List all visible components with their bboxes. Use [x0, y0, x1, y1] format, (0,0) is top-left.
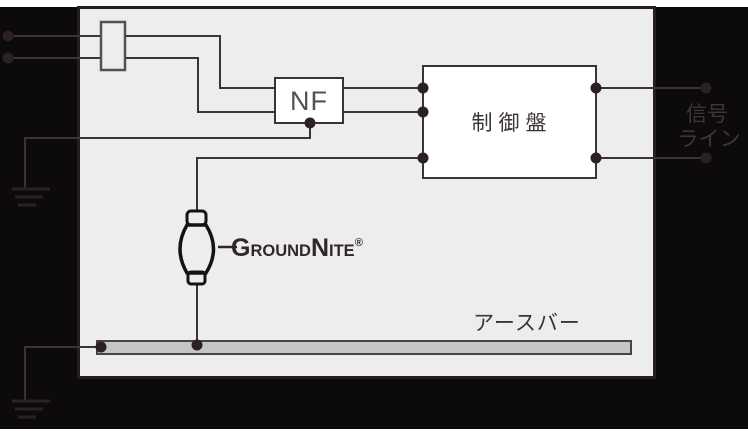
junction-dot-panel-in-3 — [417, 152, 429, 164]
logo-cap1: G — [231, 234, 250, 262]
signal-line-label-line1: 信号 — [686, 103, 728, 126]
noise-filter-label: NF — [290, 86, 328, 116]
breaker-box — [99, 20, 127, 72]
terminal-dot-supply-2 — [2, 52, 14, 64]
bar-to-ground-wire — [24, 346, 97, 401]
junction-dot-panel-in-1 — [417, 82, 429, 94]
ground-symbol-bottom-left — [12, 399, 50, 419]
junction-dot-panel-out-1 — [590, 82, 602, 94]
nf-ground-wire — [24, 123, 311, 189]
junction-dot-panel-in-2 — [417, 106, 429, 118]
logo-small1: ROUND — [250, 242, 311, 260]
noise-filter-box — [274, 77, 344, 124]
signal-line-label: 信号 ライン — [678, 103, 741, 151]
logo-cap2: N — [311, 234, 329, 262]
logo-small2: ITE — [329, 242, 355, 260]
groundnite-device-icon — [178, 209, 216, 286]
control-panel-label: 制御盤 — [472, 112, 553, 135]
earth-bar — [96, 340, 632, 355]
panel-to-device-wire — [196, 157, 423, 212]
terminal-dot-signal-2 — [700, 152, 712, 164]
junction-dot-bar-device — [191, 339, 203, 351]
logo-registered-mark: ® — [355, 237, 363, 249]
junction-dots — [2, 30, 712, 353]
groundnite-logo: GROUNDNITE® — [218, 234, 363, 262]
logo-text: GROUNDNITE® — [231, 234, 363, 262]
control-panel-box — [422, 65, 597, 179]
device-bottom-cap — [186, 270, 207, 286]
earth-bar-label: アースバー — [473, 312, 581, 335]
junction-dot-panel-out-2 — [590, 152, 602, 164]
ground-symbol-top-left — [12, 187, 50, 207]
terminal-dot-supply-1 — [2, 30, 14, 42]
junction-dot-bar-left — [95, 341, 107, 353]
terminal-dot-signal-1 — [700, 82, 712, 94]
junction-dot-nf-ground — [304, 117, 316, 129]
signal-line-label-line2: ライン — [678, 128, 741, 151]
